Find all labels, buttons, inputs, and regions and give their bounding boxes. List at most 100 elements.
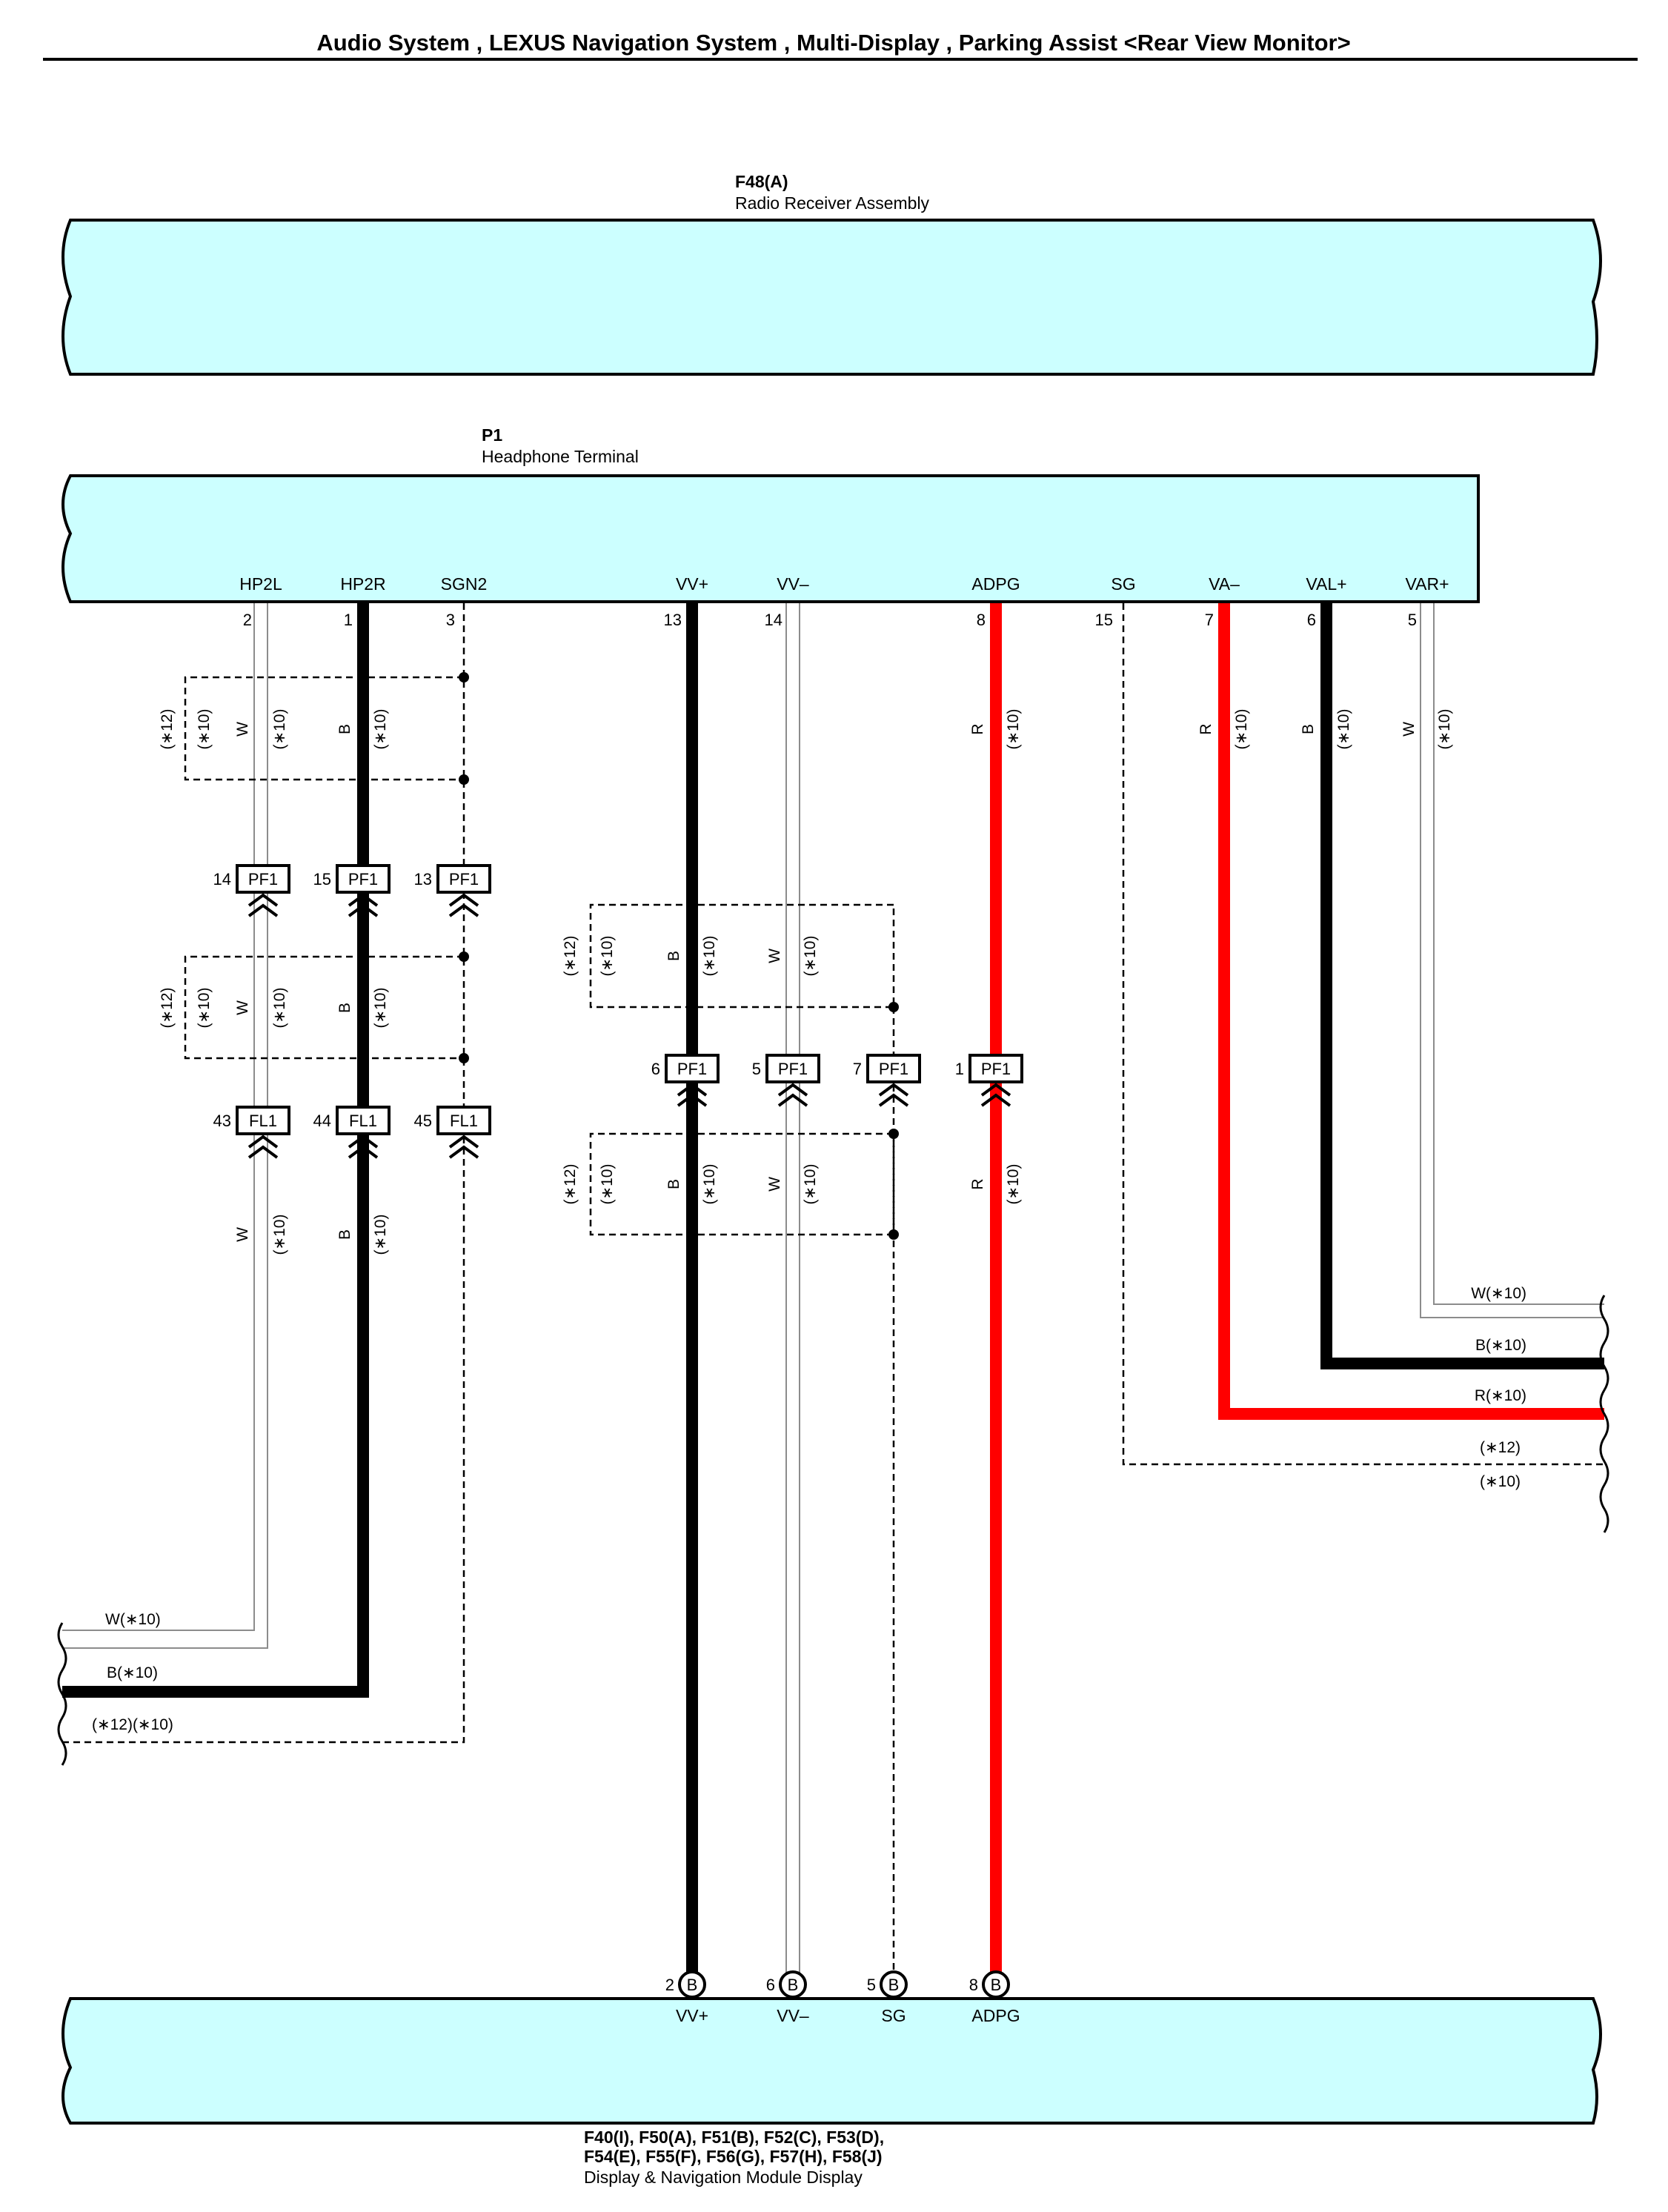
junction-pf1-1: PF1 1 (955, 1054, 1023, 1107)
svg-text:PF1: PF1 (981, 1060, 1011, 1078)
headphone-terminal-panel (62, 474, 1480, 603)
svg-text:(∗12): (∗12) (562, 1164, 579, 1205)
pin-name-hp2l: HP2L (239, 574, 282, 594)
svg-text:(∗12): (∗12) (562, 936, 579, 977)
svg-text:(∗10): (∗10) (599, 1164, 616, 1205)
label-va-r10: R(∗10) (1475, 1387, 1526, 1404)
svg-text:(∗10): (∗10) (372, 988, 389, 1029)
svg-text:B: B (336, 1003, 353, 1013)
svg-text:(∗10): (∗10) (599, 936, 616, 977)
junction-fl1-45: FL1 45 (414, 1106, 491, 1159)
svg-text:B: B (687, 1976, 698, 1994)
svg-text:13: 13 (414, 870, 432, 889)
label-var-w10: W(∗10) (1471, 1285, 1526, 1302)
svg-text:FL1: FL1 (349, 1112, 377, 1130)
pin-num-va-minus: 7 (1205, 611, 1214, 629)
svg-text:R: R (969, 1178, 986, 1189)
p1-pin-numbers: 2 1 3 13 14 8 15 7 6 5 (243, 611, 1417, 629)
wire-vv-minus-white (785, 603, 800, 1973)
svg-text:(∗10): (∗10) (1335, 709, 1352, 750)
svg-text:8: 8 (969, 1976, 978, 1994)
display-pin-label-sg: SG (881, 2006, 906, 2025)
label-sg-n12: (∗12) (1480, 1439, 1521, 1456)
label-hp2l-w10: W(∗10) (105, 1611, 161, 1628)
display-module-panel (62, 1997, 1602, 2125)
junction-pf1-14: PF1 14 (213, 864, 290, 917)
svg-text:B: B (788, 1976, 799, 1994)
wire-break-marks (57, 1295, 1609, 1766)
svg-text:5: 5 (752, 1060, 761, 1078)
svg-text:W: W (766, 949, 783, 963)
pin-num-var-plus: 5 (1408, 611, 1417, 629)
svg-text:PF1: PF1 (879, 1060, 908, 1078)
svg-text:W: W (234, 1000, 251, 1015)
svg-text:(∗10): (∗10) (701, 936, 718, 977)
pin-num-val-plus: 6 (1307, 611, 1316, 629)
display-id-line1: F40(I), F50(A), F51(B), F52(C), F53(D), (584, 2128, 884, 2147)
svg-text:B: B (665, 1179, 682, 1189)
pin-num-adpg: 8 (977, 611, 986, 629)
svg-text:(∗10): (∗10) (372, 709, 389, 750)
wire-val-plus-black (1320, 603, 1604, 1369)
svg-text:44: 44 (313, 1112, 331, 1130)
label-val-b10: B(∗10) (1475, 1337, 1526, 1354)
svg-text:(∗10): (∗10) (1436, 709, 1453, 750)
svg-text:R: R (969, 723, 986, 734)
pin-num-hp2r: 1 (344, 611, 353, 629)
svg-text:(∗10): (∗10) (802, 1164, 819, 1205)
pin-name-sg: SG (1111, 574, 1135, 594)
junction-fl1-43: FL1 43 (213, 1106, 290, 1159)
svg-text:(∗10): (∗10) (196, 709, 213, 750)
svg-text:PF1: PF1 (449, 870, 479, 889)
svg-text:(∗10): (∗10) (1005, 1164, 1022, 1205)
wire-sg-shield (1122, 603, 1604, 1466)
wire-hp2l-white (62, 603, 268, 1649)
svg-text:(∗10): (∗10) (1005, 709, 1022, 750)
pin-name-adpg: ADPG (971, 574, 1020, 594)
svg-text:B: B (888, 1976, 900, 1994)
pin-name-sgn2: SGN2 (441, 574, 488, 594)
pin-num-vv-minus: 14 (765, 611, 783, 629)
svg-text:(∗12): (∗12) (159, 709, 176, 750)
svg-text:(∗10): (∗10) (271, 709, 288, 750)
svg-text:B: B (991, 1976, 1002, 1994)
wire-va-minus-red (1218, 603, 1604, 1420)
junction-fl1-44: FL1 44 (313, 1106, 391, 1159)
pin-num-vv-plus: 13 (664, 611, 682, 629)
svg-text:B: B (336, 724, 353, 734)
headphone-id: P1 (482, 425, 502, 445)
svg-text:14: 14 (213, 870, 231, 889)
display-pin-label-adpg: ADPG (971, 2006, 1020, 2025)
pin-num-sg: 15 (1095, 611, 1113, 629)
radio-receiver-panel (62, 219, 1602, 376)
shield-dots (459, 672, 899, 1240)
wire-hp2r-black (62, 603, 369, 1698)
svg-text:7: 7 (853, 1060, 862, 1078)
junction-pf1-13: PF1 13 (414, 864, 491, 917)
svg-text:6: 6 (651, 1060, 660, 1078)
svg-text:W: W (1400, 722, 1418, 737)
svg-text:B: B (336, 1229, 353, 1240)
svg-text:(∗10): (∗10) (1233, 709, 1250, 750)
svg-text:(∗10): (∗10) (372, 1215, 389, 1255)
svg-text:6: 6 (766, 1976, 775, 1994)
svg-text:(∗12): (∗12) (159, 988, 176, 1029)
svg-text:PF1: PF1 (348, 870, 378, 889)
svg-text:PF1: PF1 (248, 870, 278, 889)
page-title: Audio System , LEXUS Navigation System ,… (316, 30, 1350, 56)
label-hp2r-b10: B(∗10) (107, 1664, 158, 1681)
display-pin-label-vv-plus: VV+ (676, 2006, 708, 2025)
svg-text:PF1: PF1 (677, 1060, 707, 1078)
pin-name-hp2r: HP2R (340, 574, 385, 594)
svg-text:(∗10): (∗10) (701, 1164, 718, 1205)
svg-text:(∗10): (∗10) (196, 988, 213, 1029)
pin-name-vv-plus: VV+ (676, 574, 708, 594)
junction-pf1-7: PF1 7 (853, 1054, 921, 1107)
label-sg-n10: (∗10) (1480, 1473, 1521, 1490)
label-sgn2-n12n10: (∗12)(∗10) (92, 1716, 173, 1733)
wire-labels-vertical: (∗12) (∗10) W (∗10) B (∗10) (∗12) (∗10) … (159, 709, 1453, 1255)
svg-text:FL1: FL1 (249, 1112, 277, 1130)
svg-text:W: W (766, 1177, 783, 1192)
svg-text:15: 15 (313, 870, 331, 889)
